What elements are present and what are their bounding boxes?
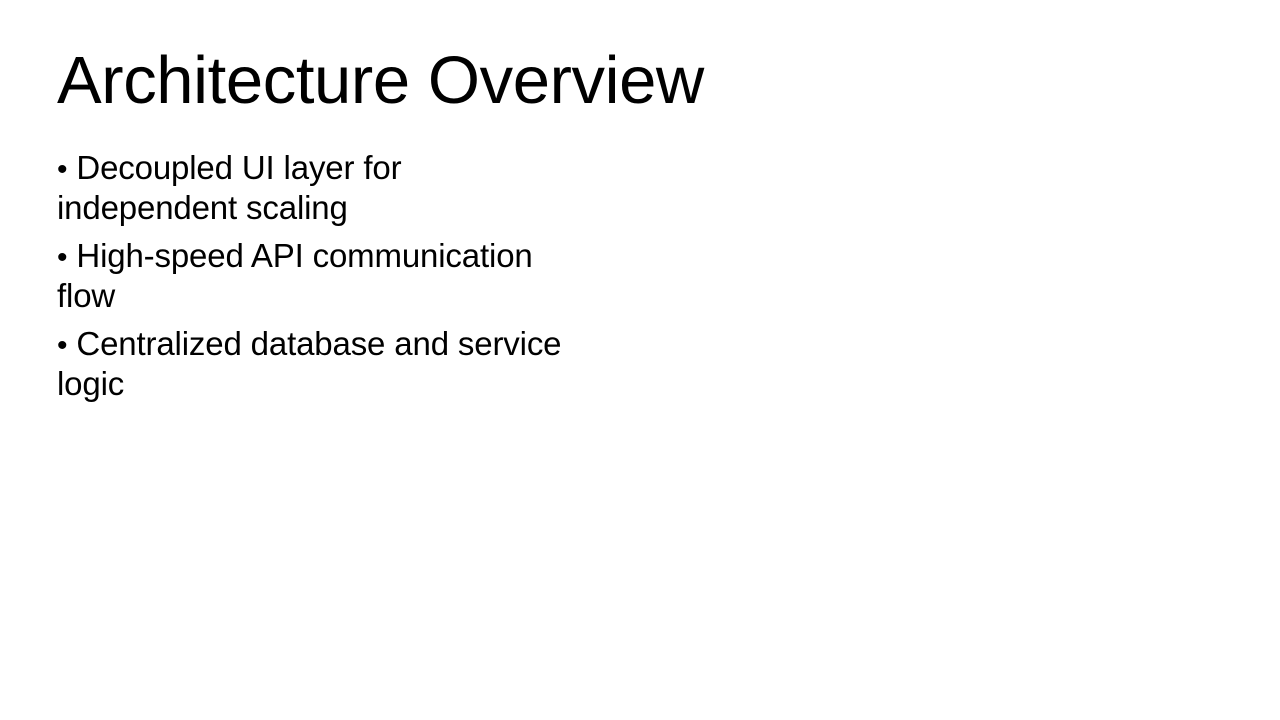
list-item-label: Decoupled UI layer for independent scali…	[57, 148, 402, 226]
slide-content: Architecture Overview • Decoupled UI lay…	[57, 46, 757, 403]
bullet-list: • Decoupled UI layer for independent sca…	[57, 149, 757, 403]
list-item: • High-speed API communication flow	[57, 237, 577, 315]
bullet-point-icon: •	[57, 152, 68, 186]
list-item-label: Centralized database and service logic	[57, 324, 562, 402]
page-title: Architecture Overview	[57, 43, 704, 118]
bullet-point-icon: •	[57, 240, 68, 274]
list-item-label: High-speed API communication flow	[57, 236, 533, 314]
list-item: • Centralized database and service logic	[57, 325, 577, 403]
bullet-point-icon: •	[57, 328, 68, 362]
list-item: • Decoupled UI layer for independent sca…	[57, 149, 577, 227]
